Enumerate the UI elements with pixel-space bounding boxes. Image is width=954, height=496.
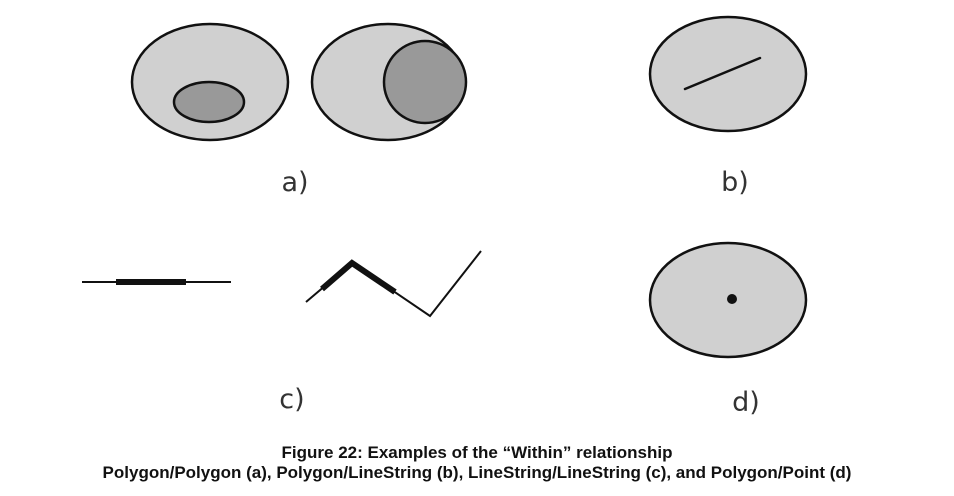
panel-d: d) [648,241,808,418]
panel-a-right-inner-polygon [382,39,468,125]
panel-b-polygon [648,15,808,133]
panel-c-right-inner-linestring [320,259,397,295]
panel-c-label: c) [279,384,304,415]
panel-d-label: d) [732,387,760,418]
panel-b-label: b) [721,167,749,198]
panel-a-label: a) [281,167,308,198]
within-relationship-diagram: a) b) c) d) [82,15,808,418]
panel-a-left-inner-polygon [172,80,246,124]
panel-d-point [727,294,737,304]
figure-caption-title: Figure 22: Examples of the “Within” rela… [281,443,673,462]
panel-b-linestring [683,56,762,91]
figure-caption-subtitle: Polygon/Polygon (a), Polygon/LineString … [102,463,852,482]
panel-c: c) [82,250,482,415]
panel-b: b) [648,15,808,198]
panel-a: a) [130,22,468,198]
